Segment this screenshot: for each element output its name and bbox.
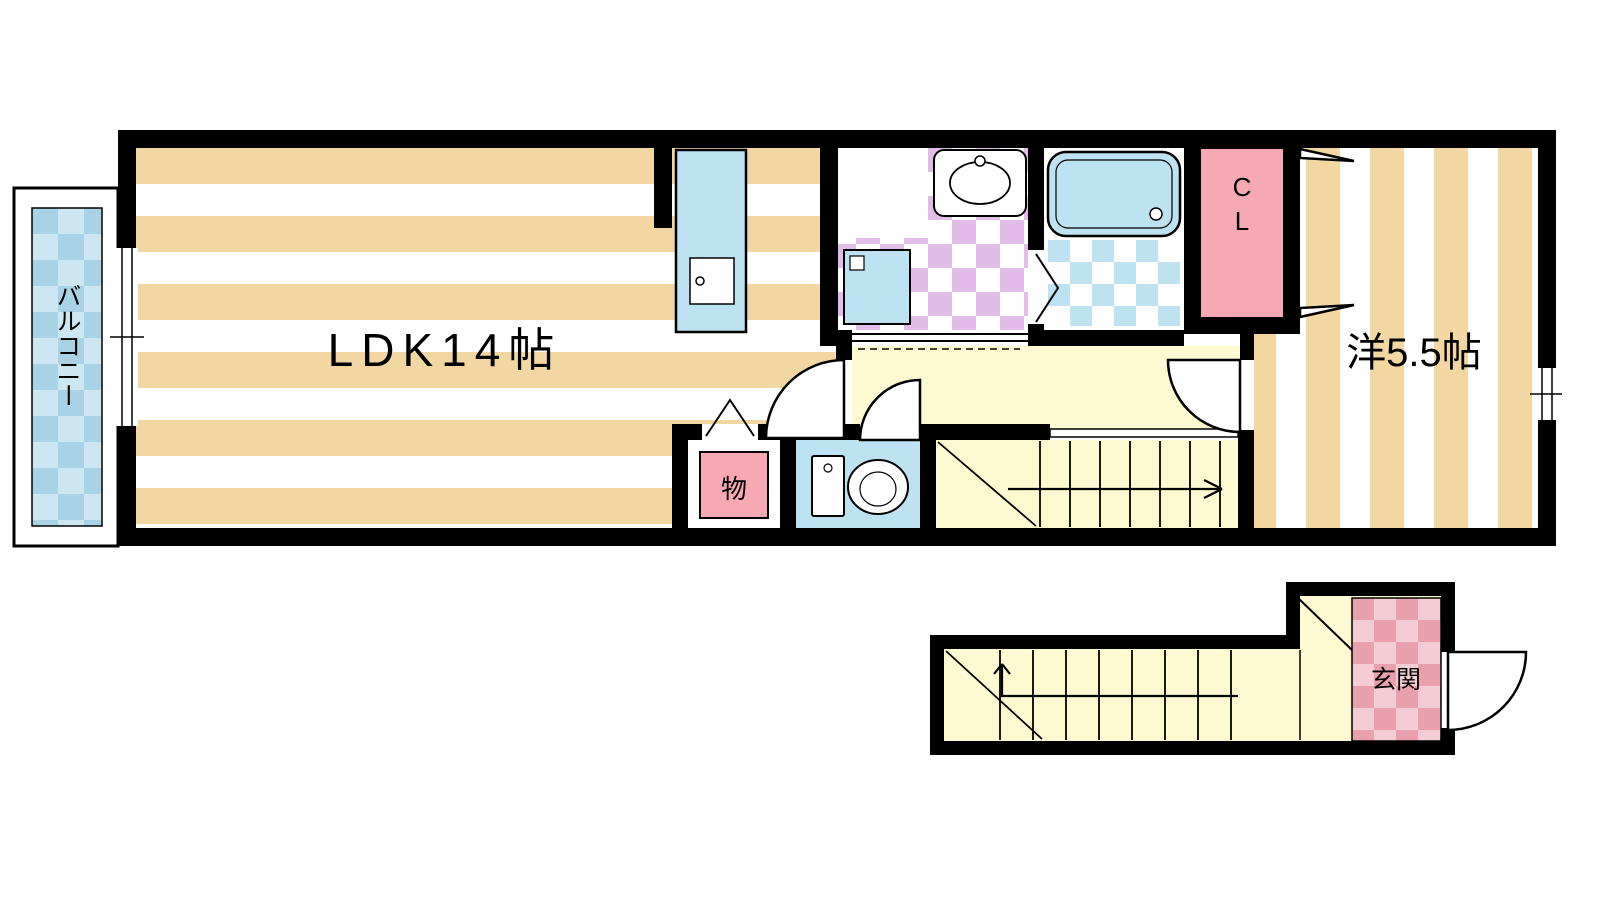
entrance-tile-floor	[1351, 597, 1442, 742]
western-room-label: 洋5.5帖	[1346, 331, 1482, 375]
door-arc-western-room	[1166, 358, 1242, 434]
folding-door-bath	[1035, 253, 1060, 323]
washing-machine-icon	[843, 249, 911, 325]
room-bathroom	[1044, 148, 1184, 330]
room-toilet	[796, 440, 920, 528]
stairs-up-arrow-icon	[993, 663, 1238, 698]
stairs-up-arrow-icon	[1008, 479, 1223, 499]
room-storage: 物	[688, 440, 780, 528]
door-arc-ldk	[764, 358, 846, 440]
balcony-label: バルコニー	[53, 283, 81, 408]
closet-label: CL	[1227, 172, 1257, 240]
folding-door-storage	[705, 398, 755, 437]
sliding-door-washroom	[852, 333, 1028, 350]
window-western-room	[1530, 368, 1562, 420]
window-balcony	[110, 248, 144, 426]
ldk-label: LDK14帖	[328, 324, 563, 376]
storage-label: 物	[721, 474, 747, 504]
entrance-step-line	[1297, 597, 1353, 651]
door-arc-toilet	[858, 378, 922, 442]
room-closet: CL	[1199, 147, 1285, 319]
stairs-lower	[945, 650, 1301, 740]
sink-icon	[933, 149, 1027, 217]
balcony-deck	[31, 207, 103, 527]
winder-line	[945, 650, 1043, 740]
balcony: バルコニー	[12, 186, 120, 548]
toilet-icon	[811, 455, 909, 517]
stairs-upper	[937, 441, 1223, 527]
bathtub-icon	[1046, 150, 1182, 238]
walls-upper-unit	[118, 130, 1556, 546]
winder-line	[937, 441, 1037, 527]
closet-doors	[1298, 147, 1355, 319]
entrance-door-arc	[1446, 650, 1528, 732]
walls-lower-unit	[930, 582, 1455, 755]
room-western-floor	[1254, 148, 1538, 528]
entrance-label: 玄関	[1371, 666, 1421, 694]
doors-upper	[705, 147, 1355, 442]
stair-railing	[1049, 428, 1239, 438]
entrance-section: 玄関	[930, 582, 1528, 755]
room-washroom	[838, 148, 1028, 330]
stairs-upper-floor	[936, 440, 1238, 528]
kitchen-counter-icon	[674, 148, 748, 334]
